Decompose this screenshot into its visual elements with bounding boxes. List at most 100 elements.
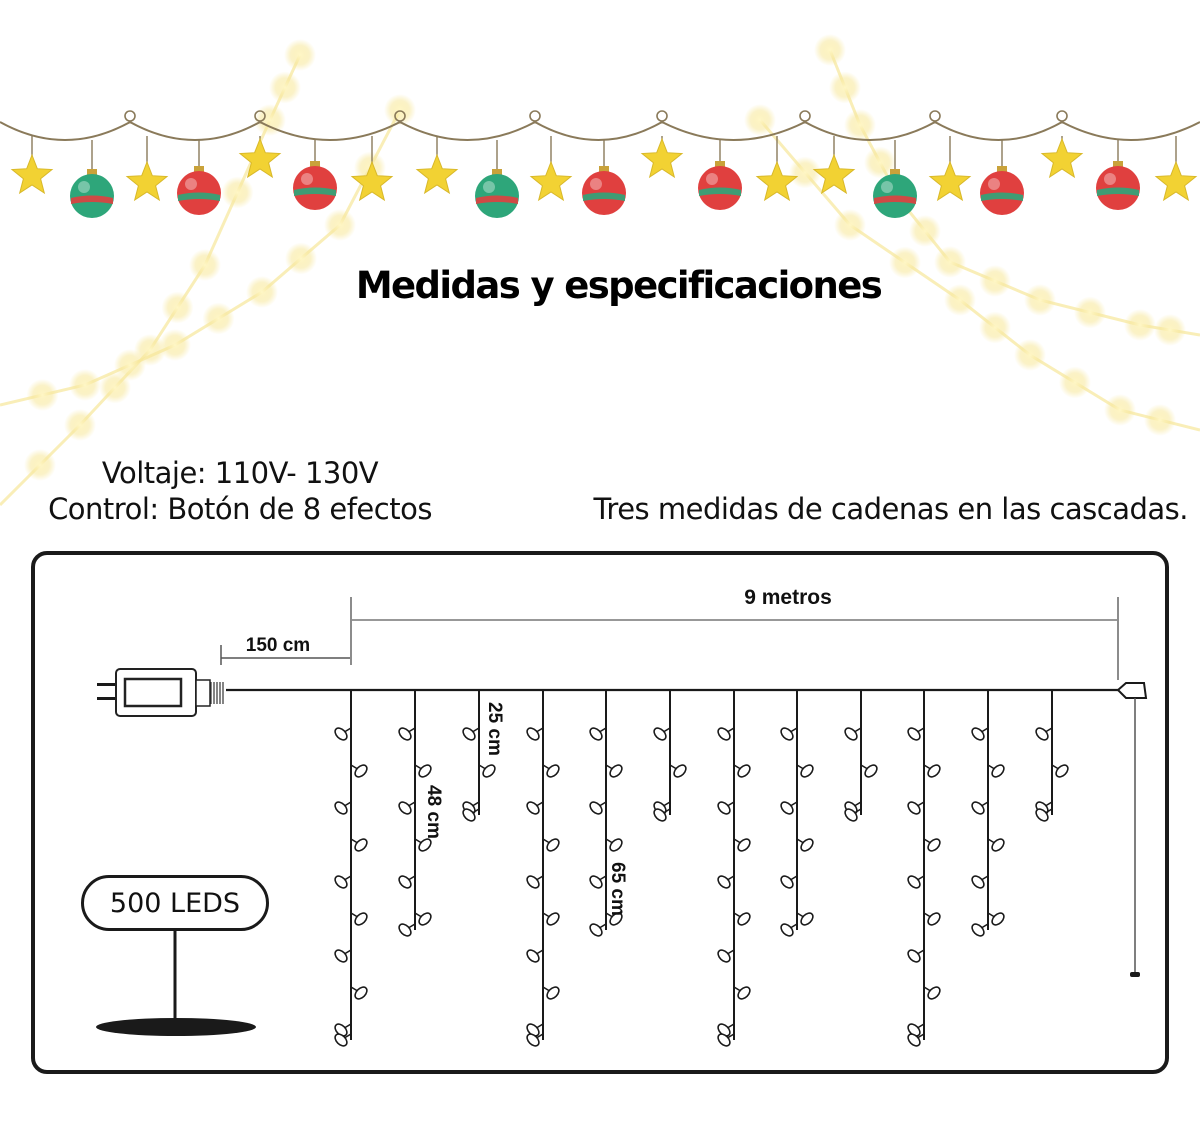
- led-bulb-icon: [971, 801, 989, 815]
- led-bulb-icon: [780, 727, 798, 741]
- led-bulb-icon: [907, 875, 925, 889]
- fairy-light-glow: [864, 146, 896, 179]
- led-bulb-icon: [526, 801, 544, 815]
- led-bulb-icon: [717, 875, 735, 889]
- led-bulb-icon: [923, 838, 941, 852]
- garland-knot: [656, 110, 668, 122]
- garland-cord: [0, 120, 1200, 141]
- star-icon: [415, 153, 459, 195]
- star-icon: [640, 137, 684, 179]
- led-bulb-icon: [462, 727, 480, 741]
- garland-knot: [1056, 110, 1068, 122]
- ornament-icon: [698, 166, 742, 210]
- badge-stand-base: [96, 1018, 256, 1036]
- ornament-icon: [293, 166, 337, 210]
- fairy-light-glow: [944, 284, 976, 316]
- led-bulb-icon: [717, 727, 735, 741]
- led-bulb-icon: [923, 986, 941, 1000]
- ornament-icon: [1096, 166, 1140, 210]
- led-bulb-icon: [334, 1023, 352, 1037]
- plug-icon: [97, 683, 116, 700]
- fairy-light-glow: [1124, 309, 1156, 341]
- star-icon: [1154, 160, 1198, 202]
- fairy-light-glow: [979, 311, 1011, 344]
- controller-icon: [115, 668, 224, 717]
- fairy-light-glow: [829, 71, 861, 104]
- led-bulb-icon: [605, 912, 623, 926]
- fairy-light-glow: [189, 249, 221, 281]
- fairy-light-glow: [844, 109, 876, 141]
- ornament-icon: [873, 174, 917, 218]
- fairy-light-glow: [26, 379, 59, 411]
- led-bulb-icon: [780, 875, 798, 889]
- led-bulb-icon: [653, 808, 671, 822]
- led-bulb-icon: [414, 912, 432, 926]
- led-bulb-icon: [398, 727, 416, 741]
- garland-knot: [254, 110, 266, 122]
- fairy-light-glow: [834, 209, 866, 241]
- end-cap-icon: [1116, 682, 1148, 699]
- led-bulb-icon: [717, 949, 735, 963]
- fairy-light-glow: [114, 349, 146, 381]
- led-bulb-icon: [398, 923, 416, 937]
- led-bulb-icon: [907, 727, 925, 741]
- fairy-light-glow: [1059, 366, 1091, 399]
- ornament-icon: [582, 171, 626, 215]
- star-icon: [10, 153, 54, 195]
- short-strand-label: 25 cm: [484, 702, 505, 756]
- fairy-light-glow: [384, 94, 416, 126]
- led-bulb-icon: [398, 801, 416, 815]
- led-bulb-icon: [1035, 727, 1053, 741]
- christmas-garland-decoration: [0, 34, 1200, 507]
- fairy-light-glow: [64, 409, 96, 441]
- led-bulb-icon: [923, 912, 941, 926]
- led-bulb-icon: [669, 764, 687, 778]
- fairy-light-glow: [909, 215, 941, 247]
- garland-knot: [799, 110, 811, 122]
- led-bulb-icon: [478, 764, 496, 778]
- led-bulb-icon: [796, 764, 814, 778]
- star-icon: [812, 153, 856, 195]
- fairy-light-glow: [159, 329, 191, 361]
- ornament-icon: [475, 174, 519, 218]
- led-bulb-icon: [350, 838, 368, 852]
- led-bulb-icon: [605, 764, 623, 778]
- fairy-light-glow: [221, 176, 254, 209]
- led-bulb-icon: [860, 764, 878, 778]
- led-bulb-icon: [526, 875, 544, 889]
- fairy-light-glow: [24, 449, 56, 481]
- led-bulb-icon: [526, 949, 544, 963]
- ornament-icon: [177, 171, 221, 215]
- led-bulb-icon: [589, 801, 607, 815]
- led-bulb-icon: [844, 727, 862, 741]
- ornament-icon: [980, 171, 1024, 215]
- led-bulb-icon: [907, 1023, 925, 1037]
- led-bulb-icon: [350, 986, 368, 1000]
- total-length-label: 9 metros: [744, 586, 832, 609]
- led-bulb-icon: [971, 875, 989, 889]
- fairy-light-glow: [285, 242, 317, 275]
- fairy-light-glow: [99, 371, 131, 404]
- led-bulb-icon: [526, 1033, 544, 1047]
- led-bulb-icon: [987, 838, 1005, 852]
- fairy-light-glow: [814, 34, 846, 66]
- fairy-light-glow: [324, 209, 356, 241]
- led-bulb-icon: [526, 1023, 544, 1037]
- ornament-icon: [70, 174, 114, 218]
- medium-strand-label: 48 cm: [423, 785, 444, 839]
- led-bulb-icon: [589, 923, 607, 937]
- fairy-light-glow: [979, 265, 1011, 297]
- led-bulb-icon: [414, 764, 432, 778]
- fairy-light-glow: [1014, 339, 1046, 371]
- led-bulb-icon: [907, 949, 925, 963]
- garland-knot: [394, 110, 406, 122]
- led-bulb-icon: [717, 1033, 735, 1047]
- led-bulb-icon: [717, 801, 735, 815]
- fairy-light-glow: [69, 369, 101, 401]
- spec-strand-lengths: Tres medidas de cadenas en las cascadas.: [593, 492, 1188, 526]
- garland-knot: [529, 110, 541, 122]
- led-bulb-icon: [350, 912, 368, 926]
- lead-cable-label: 150 cm: [245, 635, 311, 656]
- fairy-light-glow: [284, 39, 316, 71]
- led-bulb-icon: [1035, 808, 1053, 822]
